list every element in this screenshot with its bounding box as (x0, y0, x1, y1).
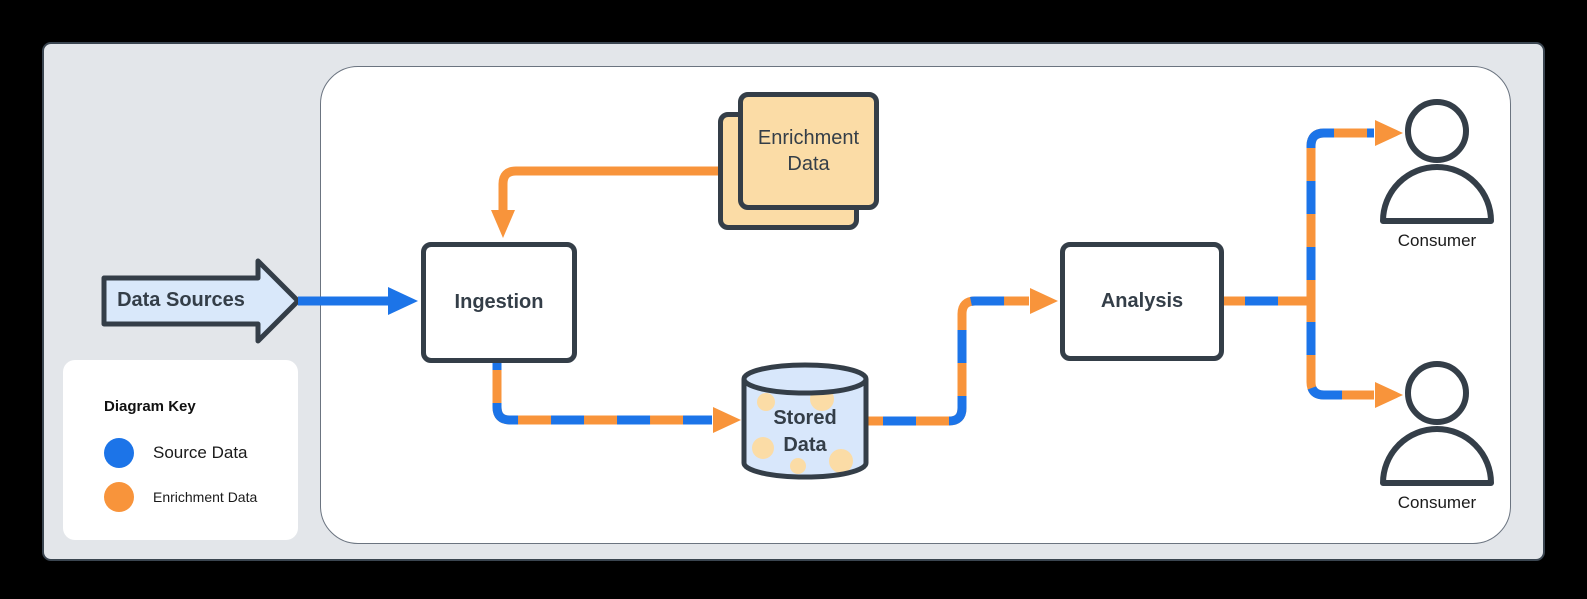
flow-ingestion-to-storage (492, 362, 741, 433)
diagram-key-title: Diagram Key (104, 398, 196, 415)
node-ingestion-label: Ingestion (454, 291, 544, 313)
database-cylinder-icon (741, 362, 869, 480)
node-analysis: Analysis (1060, 242, 1224, 361)
consumer-bottom-label: Consumer (1397, 493, 1477, 512)
node-data-sources-label: Data Sources (117, 289, 245, 311)
flow-storage-to-analysis (867, 288, 1058, 426)
person-icon (1380, 361, 1494, 486)
key-enrichment-data-label: Enrichment Data (153, 489, 258, 505)
node-analysis-label: Analysis (1100, 290, 1184, 312)
enrichment-arrowhead (491, 210, 515, 238)
node-enrichment-data: Enrichment Data (738, 92, 879, 210)
consumer-top-label: Consumer (1397, 231, 1477, 250)
node-enrichment-data-label: Enrichment Data (757, 127, 860, 175)
source-data-swatch-icon (104, 438, 134, 468)
enrichment-dot (757, 393, 775, 411)
key-source-data-label: Source Data (153, 443, 248, 462)
block-arrow-icon (101, 258, 301, 344)
enrichment-dot (752, 437, 774, 459)
node-stored-data-label: Stored Data (773, 407, 837, 456)
node-ingestion: Ingestion (421, 242, 577, 363)
enrichment-dot (790, 458, 806, 474)
person-icon (1380, 99, 1494, 224)
source-data-arrowhead (388, 287, 418, 315)
enrichment-data-swatch-icon (104, 482, 134, 512)
enrichment-arrow-line (498, 166, 718, 211)
enrichment-dot (829, 449, 853, 473)
flow-analysis-to-consumers (1224, 120, 1403, 408)
diagram-key: Diagram Key Source Data Enrichment Data (63, 360, 298, 540)
